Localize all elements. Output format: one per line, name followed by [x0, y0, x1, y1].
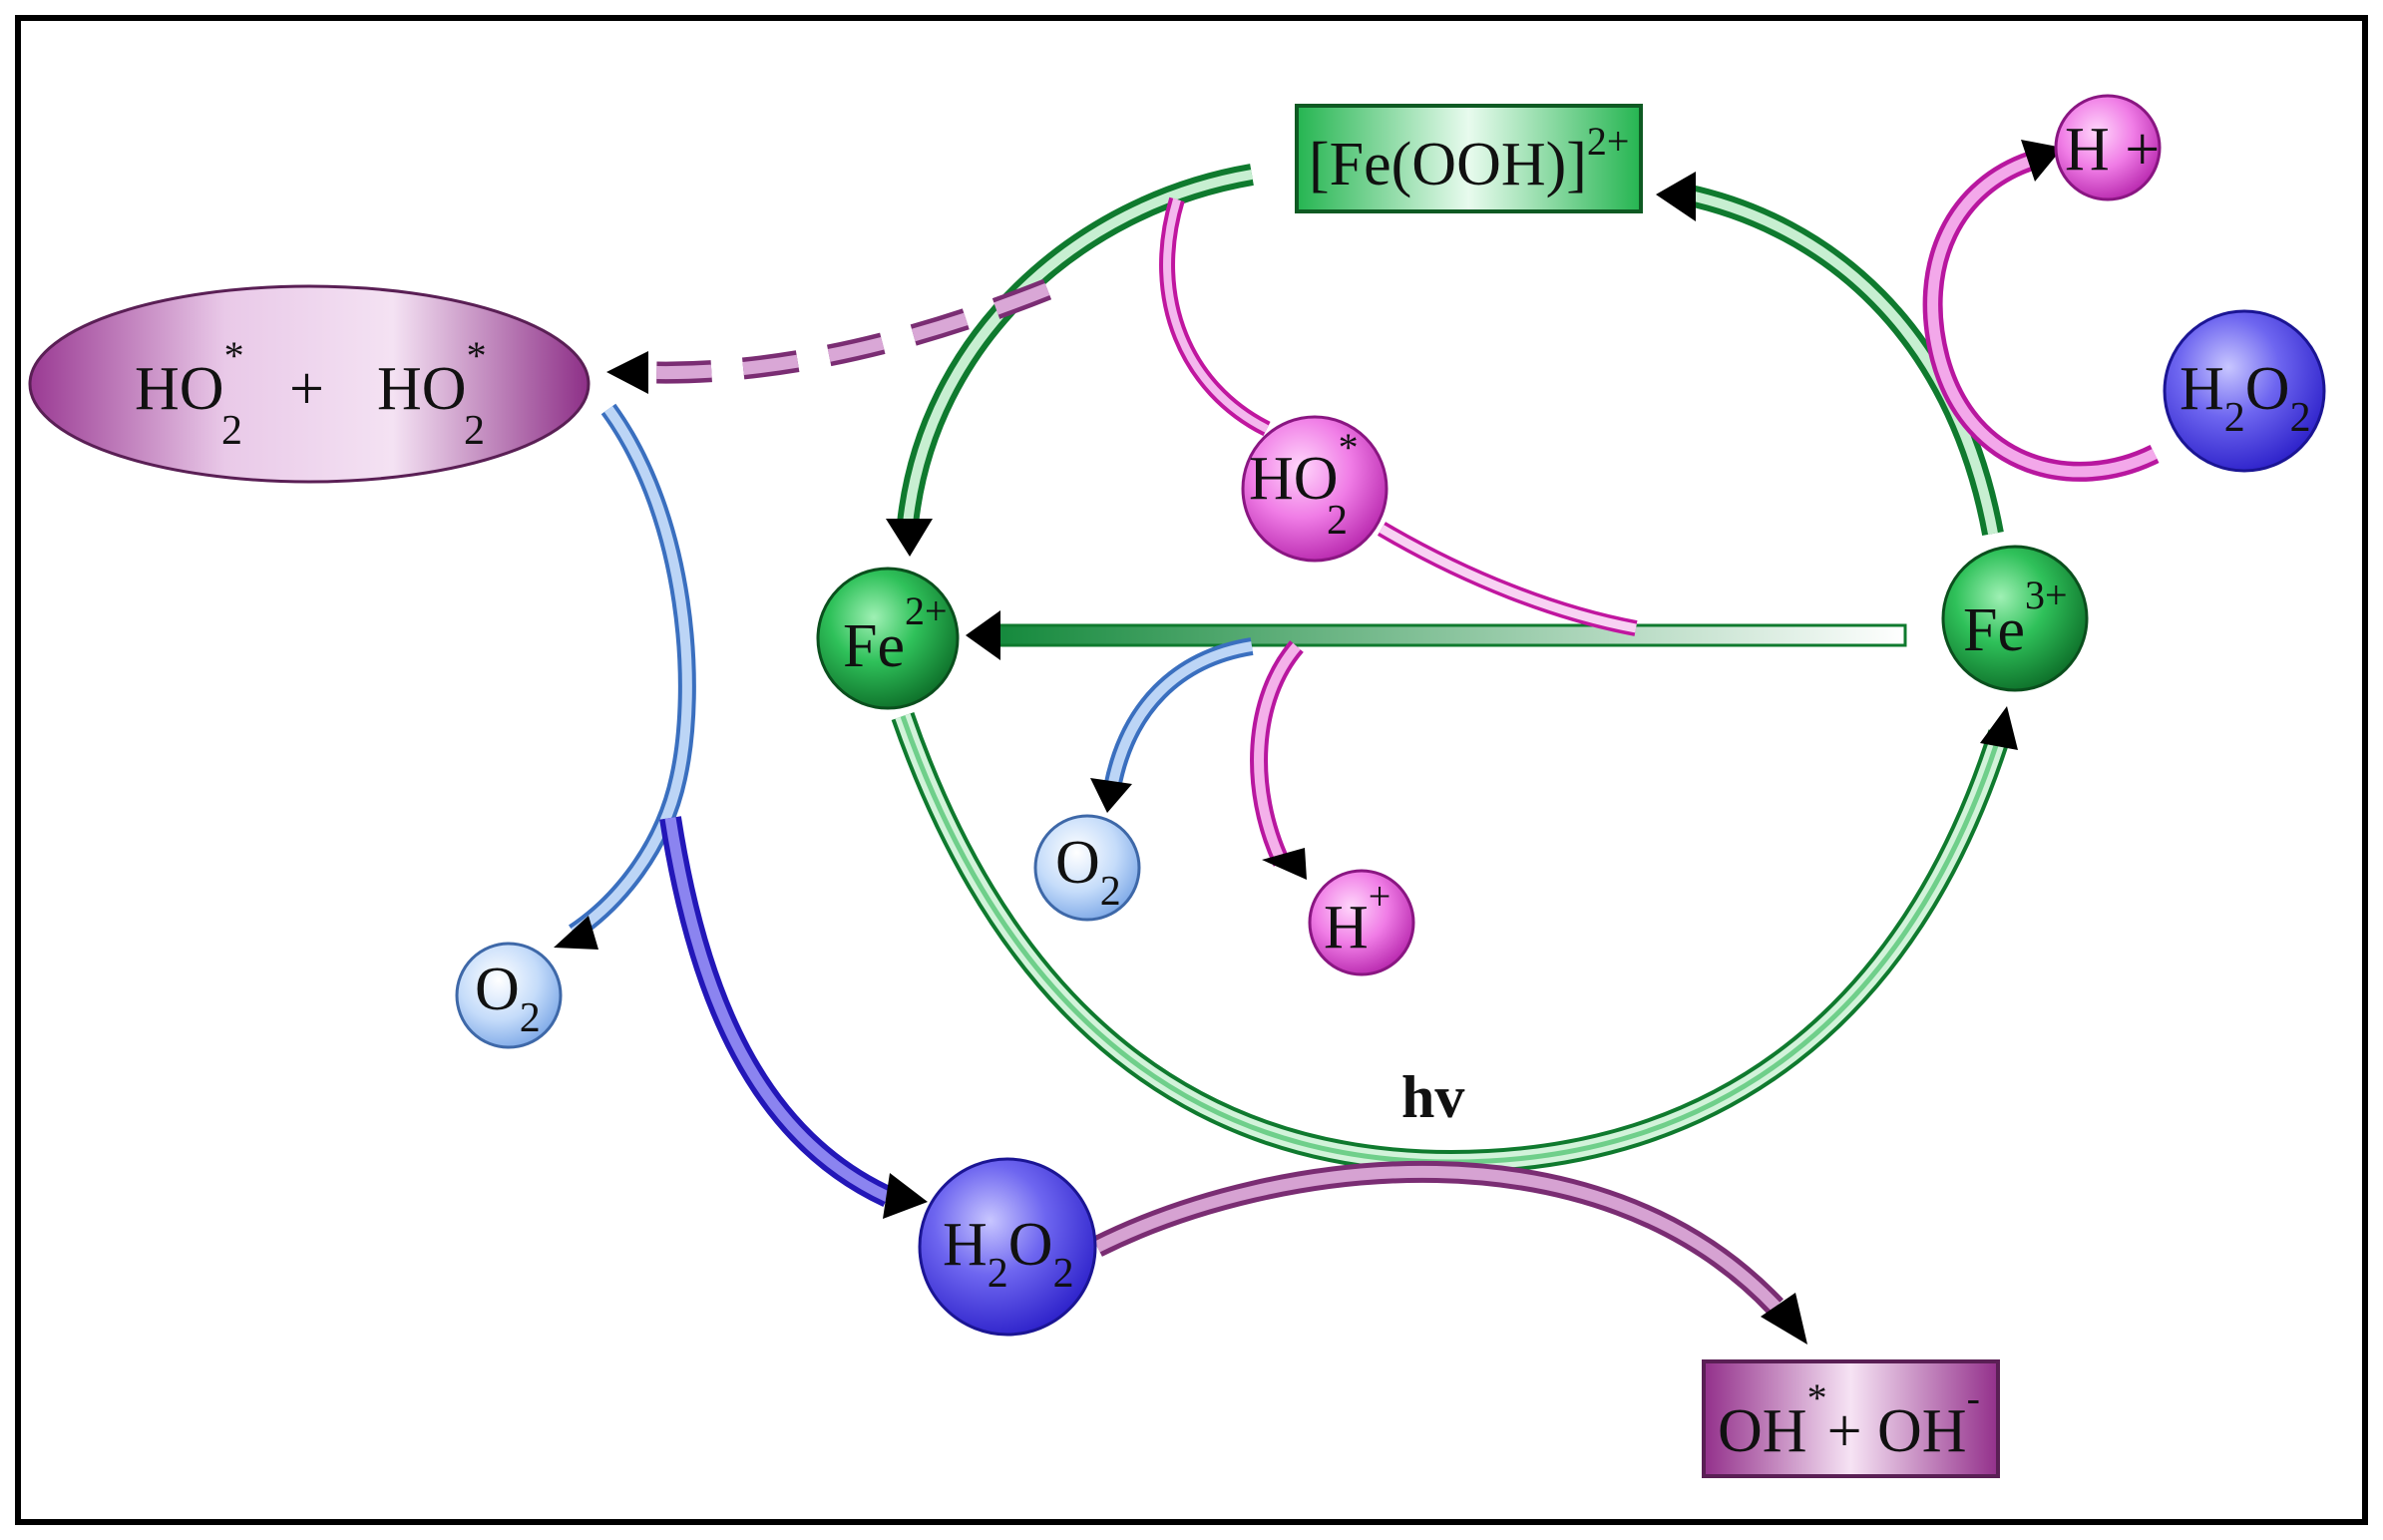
hplus-top-node: H +: [2054, 94, 2162, 201]
svg-text:O2: O2: [1055, 829, 1121, 915]
svg-text:[Fe(OOH)]2+: [Fe(OOH)]2+: [1309, 119, 1629, 198]
o2-center-node: O2: [1033, 814, 1141, 922]
svg-text:OH*+ OH-: OH*+ OH-: [1718, 1375, 1980, 1465]
fe2-node: Fe2+: [816, 567, 960, 710]
arrow-straight-to-o2-center: [1090, 637, 1254, 813]
hv-label: hv: [1401, 1064, 1464, 1130]
svg-text:+: +: [289, 355, 324, 423]
svg-text:2: 2: [1327, 498, 1348, 544]
feooh-charge: 2+: [1587, 119, 1630, 164]
svg-text:2: 2: [464, 408, 485, 454]
svg-text:2: 2: [221, 408, 242, 454]
svg-text:Fe3+: Fe3+: [1963, 573, 2068, 664]
arrow-ho2-pair-to-h2o2: [659, 816, 928, 1219]
ho2-radical-node: HO* 2: [1241, 415, 1389, 563]
dashed-arrow-feooh-to-ho2-pair: [606, 278, 1052, 394]
feooh-complex-box: [Fe(OOH)]2+: [1295, 104, 1643, 213]
h2o2-top-node: H2O2: [2163, 309, 2326, 473]
h2o2-bottom-node: H2O2: [918, 1157, 1097, 1337]
svg-text:Fe2+: Fe2+: [843, 588, 948, 680]
svg-text:O2: O2: [475, 956, 541, 1041]
arrow-h2o2-to-hplus: [1922, 140, 2160, 482]
hplus-center-node: H+: [1308, 869, 1415, 976]
arrow-ho2-pair-to-o2: [554, 403, 696, 950]
arrow-ho2-to-straight: [1377, 522, 1638, 636]
cycle-arrow-fe3-to-feooh: [1656, 172, 2004, 537]
oh-products-box: OH*+ OH-: [1702, 1359, 2000, 1478]
svg-text:HO*: HO*: [1249, 425, 1359, 513]
figure-frame: [15, 15, 2368, 1525]
fe3-node: Fe3+: [1941, 545, 2089, 692]
svg-text:H2O2: H2O2: [943, 1211, 1074, 1297]
svg-text:H2O2: H2O2: [2180, 355, 2311, 441]
feooh-label: [Fe(OOH)]: [1309, 131, 1587, 198]
svg-text:HO*: HO*: [135, 333, 244, 423]
svg-text:HO*: HO*: [377, 333, 487, 423]
o2-left-node: O2: [455, 942, 563, 1049]
svg-text:H+: H+: [1324, 874, 1390, 962]
ho2-pair-ellipse: HO* 2 + HO* 2: [28, 284, 591, 484]
arrow-h2o2-to-oh: [1092, 1160, 1807, 1345]
arrow-straight-to-hplus-center: [1250, 640, 1307, 880]
hplus-top-label: H +: [2065, 116, 2160, 184]
arrow-feooh-to-ho2: [1159, 196, 1271, 437]
straight-arrow-fe3-to-fe2: [966, 610, 1907, 660]
